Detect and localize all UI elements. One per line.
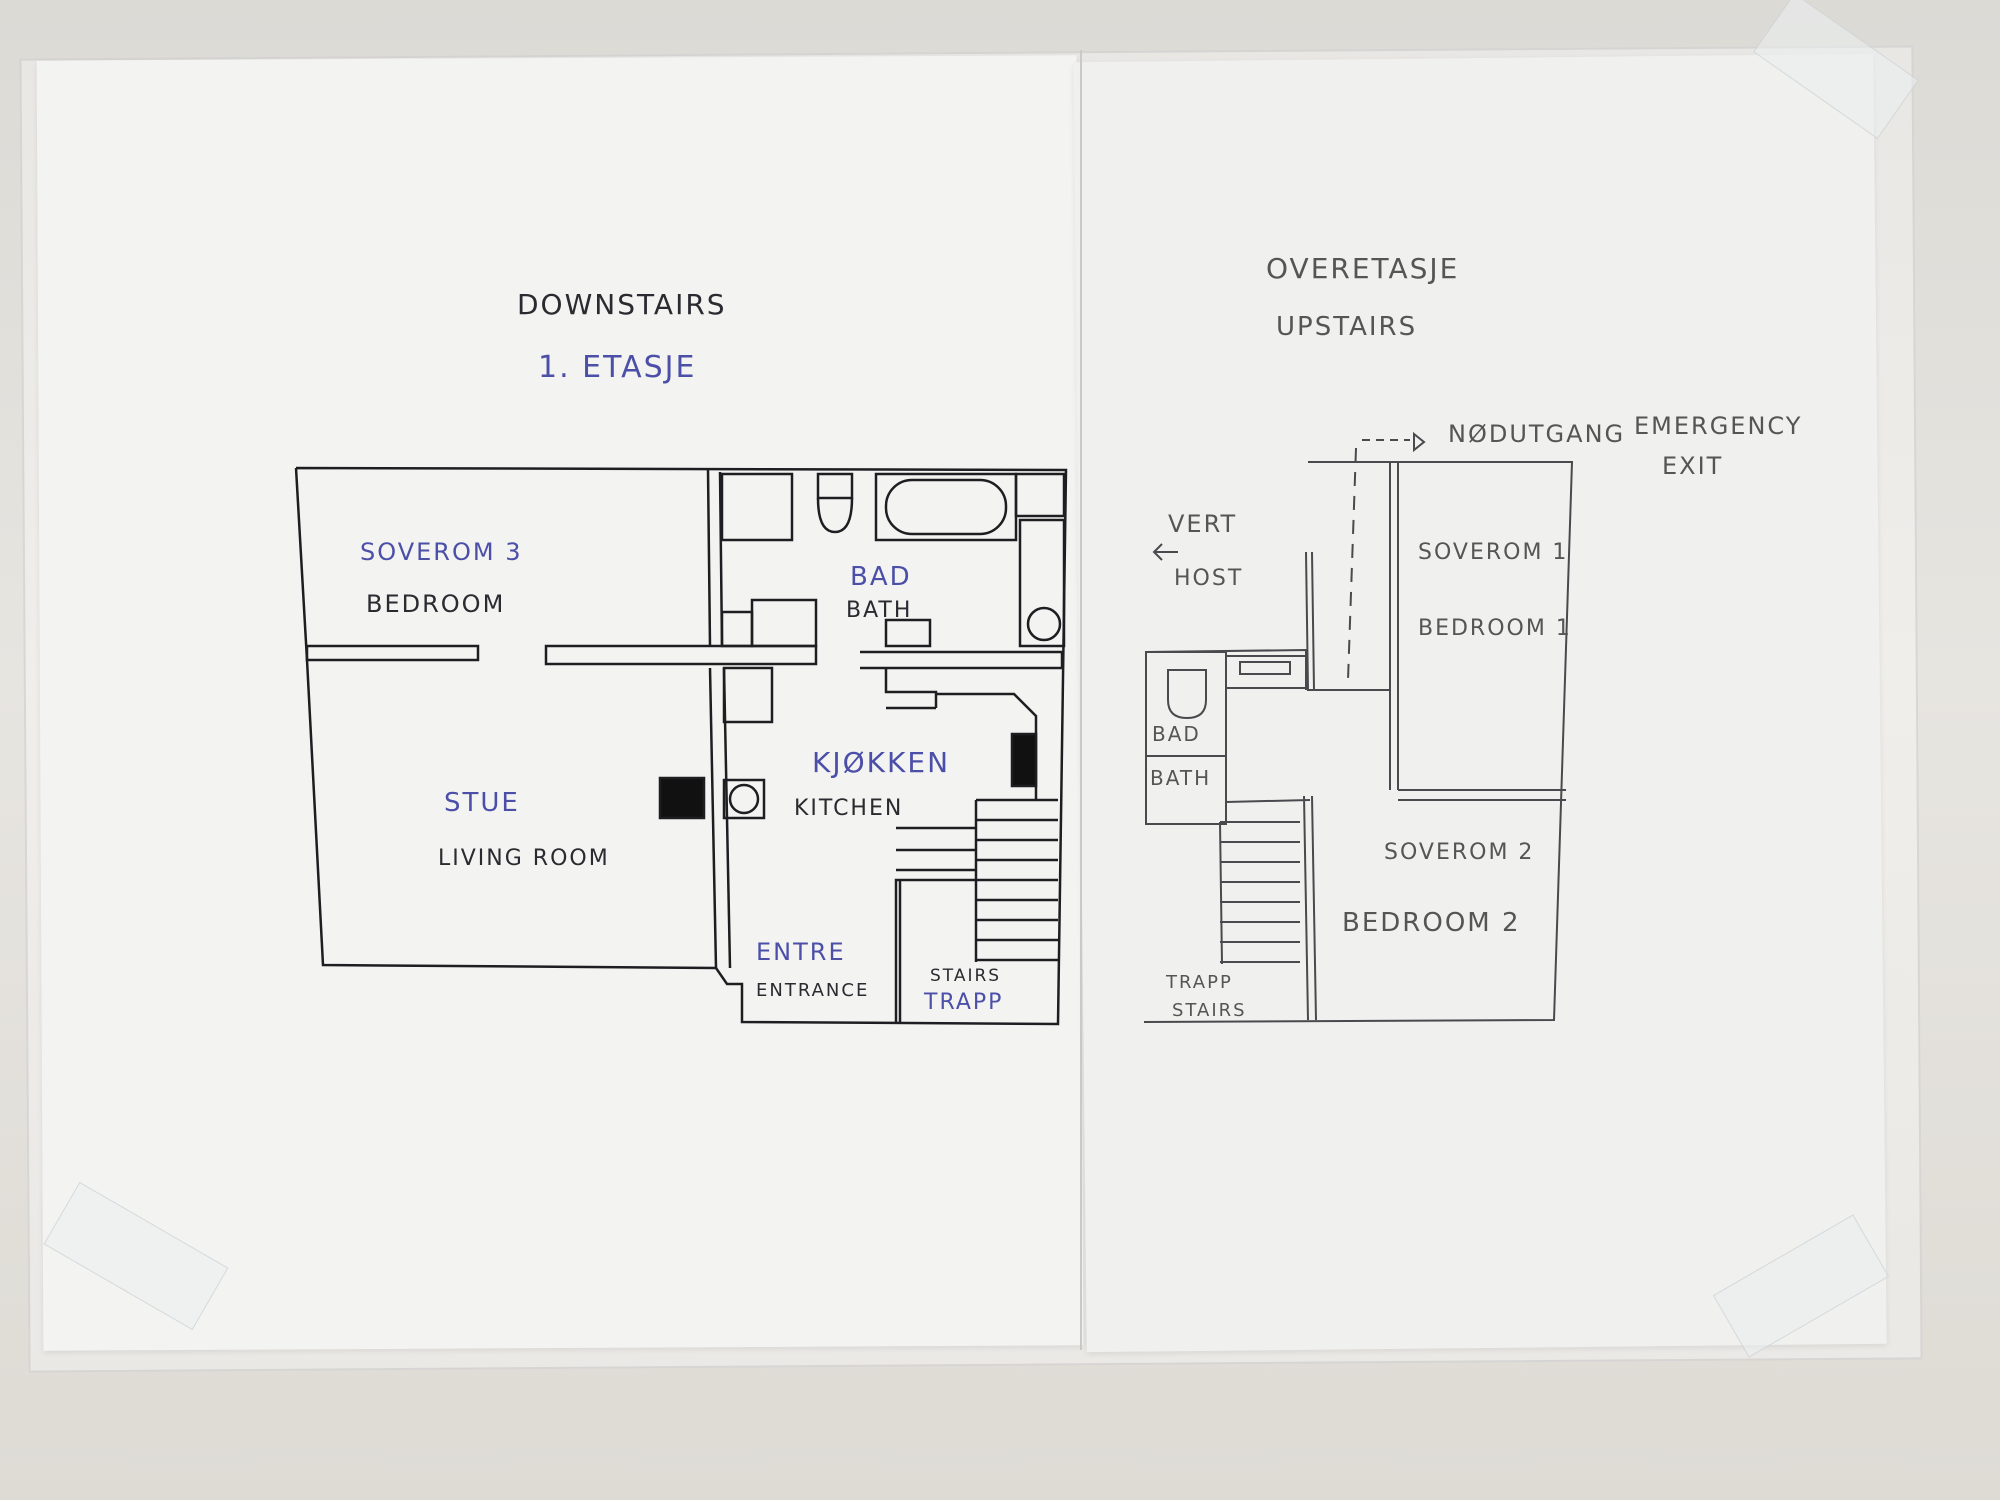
living-label-en: LIVING ROOM	[438, 846, 610, 871]
bedroom3-label-no: SOVEROM 3	[360, 538, 523, 566]
kitchen-label-en: KITCHEN	[794, 796, 904, 821]
upstairs-title-en: UPSTAIRS	[1276, 312, 1418, 342]
host-label-no: VERT	[1168, 510, 1238, 538]
bedroom1-label-no: SOVEROM 1	[1418, 540, 1569, 565]
upstairs-bath-label-en: BATH	[1150, 766, 1212, 790]
entrance-label-no: ENTRE	[756, 938, 846, 966]
emergency-exit-label-en-2: EXIT	[1662, 452, 1724, 480]
living-label-no: STUE	[444, 788, 520, 818]
stairs-label-no-down: TRAPP	[924, 990, 1004, 1015]
paper-seam	[1080, 50, 1082, 1350]
upstairs-title-no: OVERETASJE	[1266, 252, 1460, 285]
bedroom1-label-en: BEDROOM 1	[1418, 616, 1572, 641]
downstairs-plan	[294, 466, 1068, 1026]
downstairs-title-en: DOWNSTAIRS	[517, 288, 727, 321]
upstairs-stairs-label-en: STAIRS	[1172, 1000, 1247, 1021]
kitchen-label-no: KJØKKEN	[812, 746, 951, 779]
upstairs-bath-label-no: BAD	[1152, 722, 1201, 746]
bath-label-en: BATH	[846, 598, 913, 623]
downstairs-title-no: 1. ETASJE	[538, 350, 697, 385]
stairs-label-en-down: STAIRS	[930, 966, 1002, 986]
entrance-label-en: ENTRANCE	[756, 980, 870, 1001]
host-label-en: HOST	[1174, 566, 1244, 591]
upstairs-plan	[1143, 431, 1574, 1023]
bedroom2-label-en: BEDROOM 2	[1342, 908, 1521, 938]
emergency-exit-label-no: NØDUTGANG	[1448, 420, 1626, 448]
upstairs-stairs-label-no: TRAPP	[1166, 972, 1233, 993]
bedroom3-label-en: BEDROOM	[366, 590, 506, 618]
bath-label-no: BAD	[850, 562, 912, 592]
emergency-exit-label-en-1: EMERGENCY	[1634, 412, 1803, 440]
bedroom2-label-no: SOVEROM 2	[1384, 840, 1535, 865]
